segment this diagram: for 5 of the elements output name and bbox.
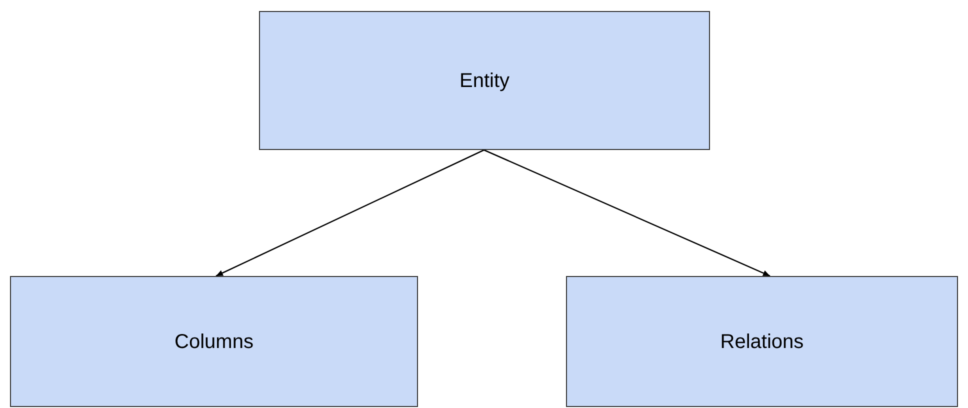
entity-box: Relations xyxy=(566,276,958,407)
arrow xyxy=(484,149,770,277)
arrow xyxy=(216,149,484,277)
entity-box: Entity xyxy=(259,11,710,150)
entity-box: Columns xyxy=(10,276,418,407)
